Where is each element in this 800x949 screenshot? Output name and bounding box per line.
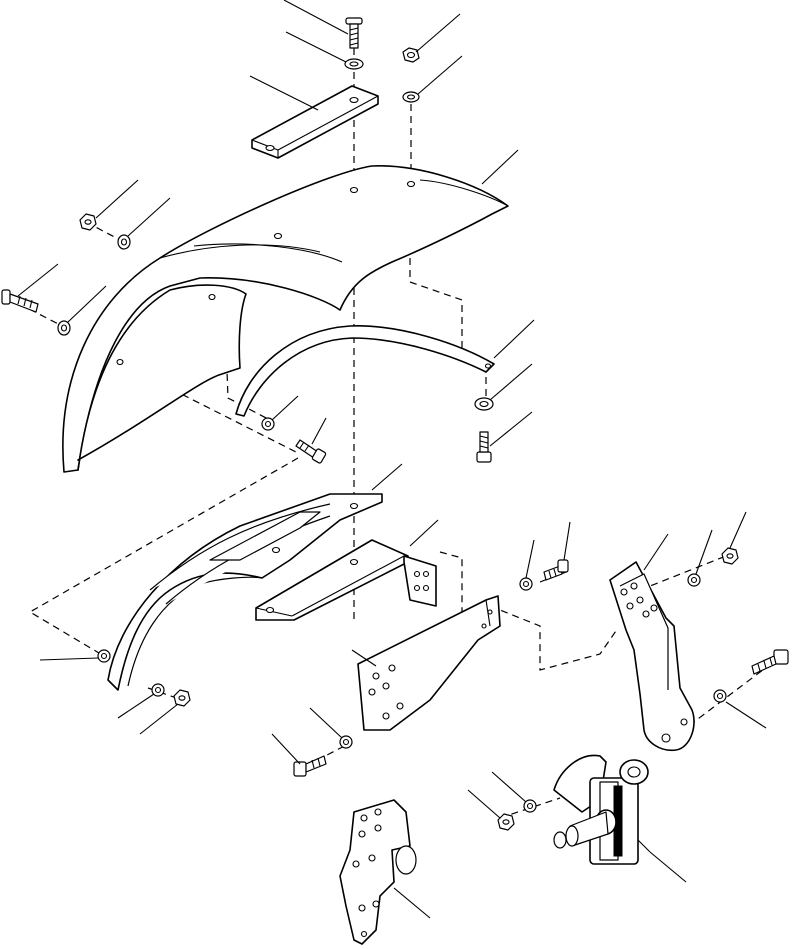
arm-washer <box>519 577 533 591</box>
top-nut-washer <box>402 91 420 103</box>
brace-washer <box>261 417 275 431</box>
top-washer <box>344 58 364 70</box>
plate-washer <box>339 735 353 749</box>
fender-bracket-lower <box>107 493 383 691</box>
left-bolt <box>1 289 39 313</box>
lower-nut <box>173 689 191 707</box>
side-arm-washer <box>687 573 701 587</box>
pivot-bolt <box>751 649 789 675</box>
fender <box>62 165 509 473</box>
left-nut <box>79 213 97 231</box>
callout-leaders <box>17 0 767 919</box>
plate-bolt <box>293 755 327 777</box>
knuckle-nut <box>497 813 515 831</box>
right-bolt <box>476 431 492 463</box>
right-washer <box>474 397 494 411</box>
inner-brace <box>235 325 495 417</box>
mount-plate <box>339 799 417 945</box>
knuckle-washer-left <box>151 683 165 697</box>
support-arm <box>255 539 437 621</box>
side-arm <box>609 561 695 752</box>
lower-washer <box>97 649 111 663</box>
pivot-washer <box>713 689 727 703</box>
spindle-knuckle <box>553 754 651 865</box>
left-washer <box>117 234 131 250</box>
mounting-strap <box>251 85 379 159</box>
side-arm-nut <box>721 547 739 565</box>
arm-bolt <box>543 559 569 581</box>
top-bolt <box>345 17 363 49</box>
knuckle-washer <box>523 799 537 813</box>
plate-bracket <box>357 595 501 731</box>
top-nut <box>402 47 420 63</box>
brace-bolt <box>295 439 327 464</box>
left-washer-lower <box>57 320 71 336</box>
